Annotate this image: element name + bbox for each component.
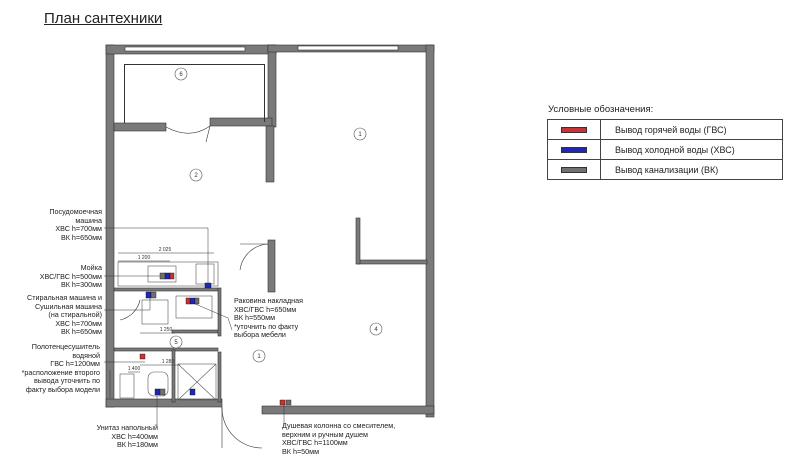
sewer-swatch bbox=[561, 166, 587, 173]
room-number: 1 bbox=[257, 354, 261, 360]
dimension-lines bbox=[109, 252, 214, 398]
legend-row-cold: Вывод холодной воды (ХВС) bbox=[548, 140, 782, 160]
dimension-value: 1 280 bbox=[162, 359, 175, 365]
hot-water-swatch bbox=[561, 126, 587, 133]
room-markers bbox=[169, 67, 383, 363]
legend-label: Вывод канализации (ВК) bbox=[615, 164, 719, 175]
legend: Вывод горячей воды (ГВС) Вывод холодной … bbox=[547, 119, 783, 180]
windows bbox=[124, 45, 399, 52]
room-numbers: 6 1 2 5 1 4 bbox=[174, 72, 378, 360]
towel-dryer-label: Полотенцесушитель водяной ГВС h=1200мм *… bbox=[21, 342, 100, 394]
dimension-value: 1 250 bbox=[160, 327, 173, 333]
sink-label: Мойка ХВС/ГВС h=500мм ВК h=300мм bbox=[39, 263, 102, 290]
dishwasher-label: Посудомоечная машина ХВС h=700мм ВК h=65… bbox=[49, 207, 102, 242]
dimension-value: 2 025 bbox=[159, 247, 172, 253]
doors bbox=[119, 125, 269, 449]
legend-title: Условные обозначения: bbox=[548, 104, 654, 115]
balcony-line bbox=[264, 64, 265, 122]
leader-lines bbox=[104, 227, 285, 428]
fixtures bbox=[117, 261, 219, 401]
room-number: 1 bbox=[358, 132, 362, 138]
cold-water-swatch bbox=[561, 146, 587, 153]
room-number: 5 bbox=[174, 340, 178, 346]
dimension-value: 1 200 bbox=[138, 255, 151, 261]
room-number: 6 bbox=[179, 72, 183, 78]
legend-label: Вывод холодной воды (ХВС) bbox=[615, 144, 735, 155]
balcony-line bbox=[124, 64, 125, 123]
balcony-line bbox=[124, 64, 264, 65]
walls bbox=[105, 44, 435, 418]
room-number: 4 bbox=[374, 327, 378, 333]
legend-row-hot: Вывод горячей воды (ГВС) bbox=[548, 120, 782, 140]
legend-label: Вывод горячей воды (ГВС) bbox=[615, 124, 727, 135]
toilet-label: Унитаз напольный ХВС h=400мм ВК h=180мм bbox=[96, 423, 158, 450]
washbasin-label: Раковина накладная ХВС/ГВС h=650мм ВК h=… bbox=[234, 296, 304, 340]
room-number: 2 bbox=[194, 173, 198, 179]
hot-water-outlets bbox=[139, 272, 286, 406]
shower-label: Душевая колонна со смесителем, верхним и… bbox=[282, 421, 396, 456]
legend-row-sewer: Вывод канализации (ВК) bbox=[548, 160, 782, 179]
sewer-outlets bbox=[150, 272, 292, 406]
page-title: План сантехники bbox=[44, 10, 163, 27]
dimension-value: 1 400 bbox=[128, 366, 141, 372]
washer-label: Стиральная машина и Сушильная машина (на… bbox=[27, 293, 102, 337]
dimension-values: 2 025 1 200 1 250 1 280 1 400 bbox=[128, 247, 175, 372]
